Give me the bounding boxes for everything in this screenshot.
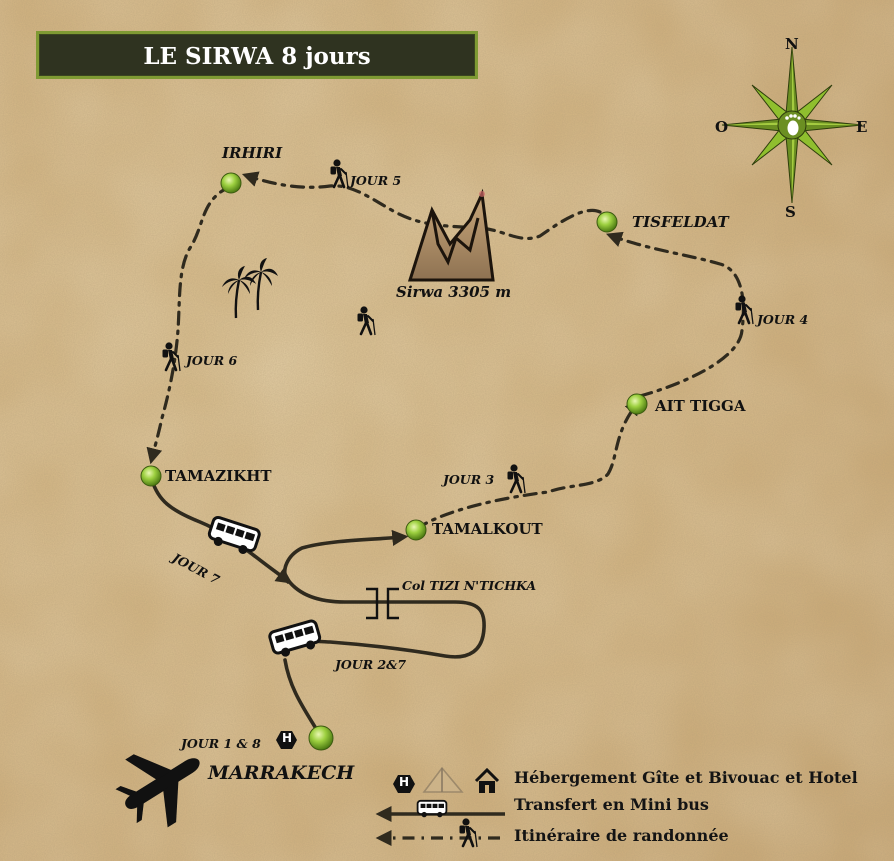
compass-west-label: O — [715, 118, 729, 136]
waypoint-ait-tigga — [626, 393, 648, 415]
compass-north-label: N — [785, 35, 799, 53]
hotel-badge-letter: H — [282, 731, 293, 745]
waypoint-irhiri — [220, 172, 242, 194]
place-label-tisfeldat: TISFELDAT — [632, 213, 729, 231]
airplane-icon — [115, 754, 200, 828]
summit-label: Sirwa 3305 m — [396, 283, 512, 301]
day-label-6: JOUR 6 — [186, 353, 238, 368]
waypoint-marrakech — [308, 725, 334, 751]
legend-symbols — [375, 766, 505, 849]
legend-hotel-letter: H — [399, 775, 410, 789]
compass-south-label: S — [785, 203, 796, 221]
sirwa-mountain-icon — [407, 188, 495, 282]
place-label-tamazikht: TAMAZIKHT — [165, 467, 272, 485]
day-label-4: JOUR 4 — [757, 312, 809, 327]
day-label-2-7: JOUR 2&7 — [335, 657, 407, 672]
day-label-1-8: JOUR 1 & 8 — [181, 736, 261, 751]
waypoint-tamalkout — [405, 519, 427, 541]
waypoint-tamazikht — [140, 465, 162, 487]
legend-tent-icon — [422, 766, 464, 793]
bus-route — [150, 478, 486, 734]
col-label: Col TIZI N'TICHKA — [402, 578, 537, 593]
compass-east-label: E — [856, 118, 868, 136]
waypoints — [140, 172, 648, 751]
waypoint-tisfeldat — [596, 211, 618, 233]
legend-hotel-icon — [393, 775, 415, 793]
legend-lodging: Hébergement Gîte et Bivouac et Hotel — [514, 768, 858, 787]
place-label-irhiri: IRHIRI — [222, 144, 283, 162]
legend-trek: Itinéraire de randonnée — [514, 826, 729, 845]
place-label-ait-tigga: AIT TIGGA — [655, 397, 746, 415]
compass-rose-icon — [721, 46, 863, 204]
title-banner: LE SIRWA 8 jours — [36, 31, 478, 79]
place-label-tamalkout: TAMALKOUT — [432, 520, 543, 538]
legend-transfer: Transfert en Mini bus — [514, 795, 709, 814]
legend-house-icon — [474, 767, 500, 793]
hotel-badge-icon — [276, 731, 297, 749]
col-pass-mark — [366, 587, 399, 620]
place-label-marrakech: MARRAKECH — [208, 762, 355, 784]
day-label-3: JOUR 3 — [443, 472, 495, 487]
day-label-5: JOUR 5 — [350, 173, 402, 188]
map-title: LE SIRWA 8 jours — [143, 43, 371, 70]
